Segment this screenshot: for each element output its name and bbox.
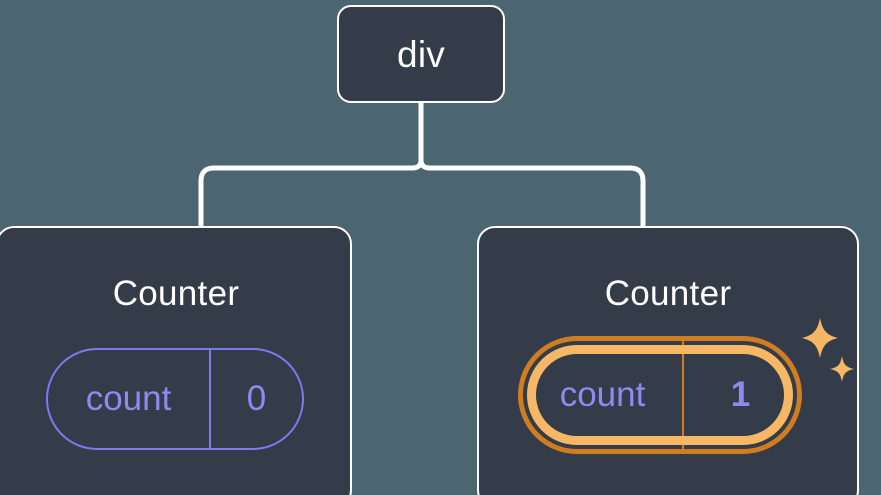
edge-root-to-right (418, 157, 646, 231)
node-counter-left-title: Counter (112, 274, 240, 313)
sparkle-group (802, 318, 854, 382)
state-pill-right-highlighted[interactable]: count 1 (518, 336, 802, 454)
node-root-div[interactable]: div (337, 5, 505, 103)
sparkle-large-icon (802, 318, 838, 358)
state-pill-left[interactable]: count 0 (46, 348, 304, 450)
node-root-label: div (397, 33, 445, 75)
state-key-right: count (559, 374, 646, 414)
sparkle-small-icon (830, 356, 854, 382)
node-counter-right-title: Counter (604, 274, 732, 313)
state-value-right: 1 (682, 341, 797, 449)
state-value-left: 0 (209, 350, 302, 448)
state-key-left: count (85, 378, 172, 418)
edge-root-to-left (198, 157, 424, 231)
